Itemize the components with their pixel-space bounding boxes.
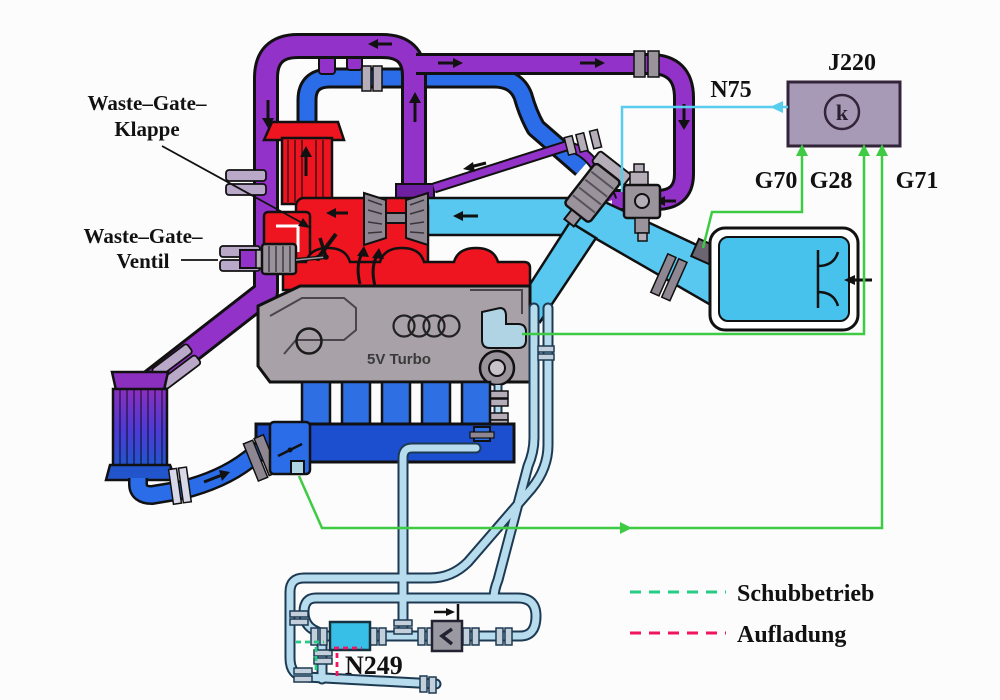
diverter-valve xyxy=(562,150,632,228)
turbo-shaft xyxy=(385,212,407,224)
label-n75: N75 xyxy=(710,77,751,103)
intercooler xyxy=(104,370,178,482)
label-j220: J220 xyxy=(828,50,876,76)
label-wastegate-klappe-line2: Klappe xyxy=(114,117,179,141)
check-valve xyxy=(430,604,464,653)
g28-wire xyxy=(522,148,866,336)
engine-badge: 5V Turbo xyxy=(367,351,431,368)
pointer-lines xyxy=(161,145,310,261)
label-g28: G28 xyxy=(810,168,853,194)
audi-rings-logo xyxy=(392,314,461,338)
air-filter-box xyxy=(708,226,872,332)
g71-wire xyxy=(297,148,884,530)
label-wastegate-klappe-line1: Waste–Gate– xyxy=(88,91,207,115)
wires xyxy=(297,101,888,534)
engine-sensor-bracket-g28 xyxy=(481,306,527,349)
boost-pipe-loop xyxy=(140,33,435,395)
label-g71: G71 xyxy=(896,168,939,194)
vacuum-tubing xyxy=(284,302,555,694)
mode-dashes xyxy=(296,640,362,676)
air-inlet-arrow xyxy=(844,275,855,285)
flow-arrows xyxy=(262,39,690,221)
legend: Schubbetrieb Aufladung xyxy=(630,581,874,648)
label-g70: G70 xyxy=(755,168,798,194)
charge-pipe-cold xyxy=(128,420,312,506)
g70-wire xyxy=(701,148,804,249)
diverter-outlet-duct xyxy=(514,220,598,324)
ecu-symbol: k xyxy=(836,100,849,125)
boost-branch-to-n75 xyxy=(416,50,695,211)
wastegate-actuator xyxy=(239,237,329,276)
n75-valve xyxy=(622,163,662,242)
label-wastegate-ventil-line1: Waste–Gate– xyxy=(84,224,203,248)
legend-label-schubbetrieb: Schubbetrieb xyxy=(737,581,874,607)
ecu-j220: k xyxy=(786,80,902,148)
wastegate-flap xyxy=(316,232,338,260)
turbine-wheel xyxy=(363,191,387,247)
n75-control-wire xyxy=(620,105,788,192)
recirculation-pipe xyxy=(296,43,589,176)
label-wastegate-ventil-line2: Ventil xyxy=(117,249,170,273)
sensor-g71 xyxy=(290,460,305,475)
legend-label-aufladung: Aufladung xyxy=(737,622,846,648)
n249-valve xyxy=(328,620,372,652)
label-n249: N249 xyxy=(345,651,403,680)
turbocharger xyxy=(363,191,429,247)
compressor-wheel xyxy=(405,191,429,247)
engine-block: 5V Turbo xyxy=(256,284,532,387)
